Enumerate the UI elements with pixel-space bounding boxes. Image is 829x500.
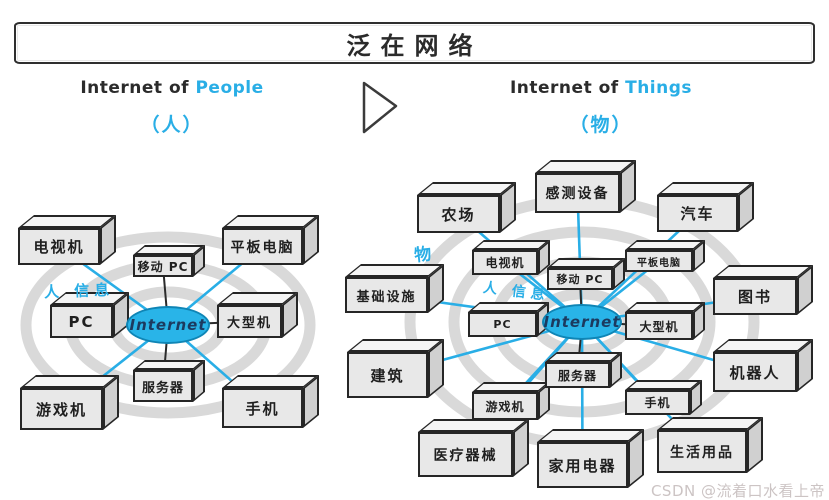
- internet-of-things-node-building: 建筑: [347, 339, 445, 398]
- node-label: 手机: [222, 388, 303, 428]
- internet-of-people-node-server: 服务器: [133, 359, 205, 402]
- node-label: 服务器: [545, 362, 610, 388]
- node-label: 平板电脑: [625, 250, 693, 272]
- page-title: 泛在网络: [346, 31, 483, 60]
- internet-of-people-node-phone: 手机: [222, 375, 320, 428]
- internet-of-things-node-server: 服务器: [545, 351, 622, 388]
- watermark: CSDN @流着口水看上帝: [650, 482, 825, 500]
- internet-of-things-node-home-appliance: 家用电器: [537, 429, 645, 488]
- right-subheading: （物）: [569, 114, 633, 136]
- node-label: 手机: [625, 390, 690, 415]
- node-label: 移动 PC: [547, 268, 613, 290]
- internet-of-things-node-pc: PC: [468, 301, 549, 337]
- box-top-face: [418, 419, 530, 432]
- internet-of-things-node-tablet: 平板电脑: [625, 239, 705, 272]
- node-label: 感测设备: [535, 173, 620, 213]
- internet-of-people-hub: Internet: [126, 306, 210, 344]
- node-label: 家用电器: [537, 442, 628, 488]
- node-label: PC: [50, 305, 113, 338]
- node-label: 机器人: [713, 352, 797, 392]
- internet-of-things-node-mobile-pc: 移动 PC: [547, 257, 625, 290]
- internet-of-things-node-farm: 农场: [417, 182, 517, 233]
- internet-of-people-node-mobile-pc: 移动 PC: [133, 244, 205, 277]
- internet-of-things-node-tv: 电视机: [472, 239, 550, 275]
- internet-of-things-node-phone: 手机: [625, 379, 702, 415]
- node-label: 电视机: [18, 228, 100, 265]
- left-subheading: （人）: [140, 114, 204, 136]
- internet-of-people-node-mainframe: 大型机: [217, 292, 299, 338]
- internet-of-things-node-sensing-device: 感测设备: [535, 160, 637, 213]
- box-top-face: [537, 429, 645, 442]
- node-label: 图书: [713, 278, 797, 315]
- right-heading-prefix: Internet of: [509, 78, 626, 98]
- box-top-face: [657, 417, 764, 430]
- internet-of-things-node-medical-device: 医疗器械: [418, 419, 530, 477]
- internet-of-people-node-pc: PC: [50, 292, 130, 338]
- internet-of-things-node-daily-goods: 生活用品: [657, 417, 764, 473]
- internet-of-things-node-book: 图书: [713, 265, 814, 315]
- node-label: 农场: [417, 195, 500, 233]
- node-label: 电视机: [472, 250, 538, 275]
- internet-of-things-node-mainframe: 大型机: [625, 301, 705, 340]
- internet-of-people-node-tablet: 平板电脑: [222, 215, 320, 265]
- internet-of-things-node-game-console: 游戏机: [472, 381, 550, 420]
- node-label: 移动 PC: [133, 255, 193, 277]
- node-label: 基础设施: [345, 277, 428, 313]
- internet-of-things-node-car: 汽车: [657, 182, 755, 232]
- node-label: 平板电脑: [222, 228, 303, 265]
- node-label: 汽车: [657, 195, 738, 232]
- internet-of-things-hub: Internet: [542, 304, 622, 340]
- node-label: 医疗器械: [418, 432, 513, 477]
- right-heading-highlight: Things: [625, 78, 693, 98]
- arrow-icon: [362, 81, 398, 134]
- node-label: PC: [468, 312, 537, 337]
- internet-of-people-node-tv: 电视机: [18, 215, 117, 265]
- node-label: 游戏机: [20, 388, 103, 430]
- left-heading: Internet of People: [32, 78, 312, 98]
- left-heading-highlight: People: [195, 78, 264, 98]
- node-label: 大型机: [217, 305, 282, 338]
- node-label: 建筑: [347, 352, 428, 398]
- internet-of-people-ripple-ring: [20, 231, 316, 419]
- internet-of-things-node-robot: 机器人: [713, 339, 814, 392]
- left-heading-prefix: Internet of: [80, 78, 196, 98]
- node-label: 游戏机: [472, 392, 538, 420]
- internet-of-things-node-infrastructure: 基础设施: [345, 264, 445, 313]
- internet-of-people-annotation-0: 人 信息: [43, 280, 115, 302]
- title-banner: 泛在网络: [14, 22, 815, 64]
- internet-of-things-annotation-0: 物: [413, 243, 438, 267]
- node-label: 大型机: [625, 312, 693, 340]
- node-label: 服务器: [133, 370, 193, 402]
- right-heading: Internet of Things: [461, 78, 741, 98]
- internet-of-people-node-game-console: 游戏机: [20, 375, 120, 430]
- node-label: 生活用品: [657, 430, 747, 473]
